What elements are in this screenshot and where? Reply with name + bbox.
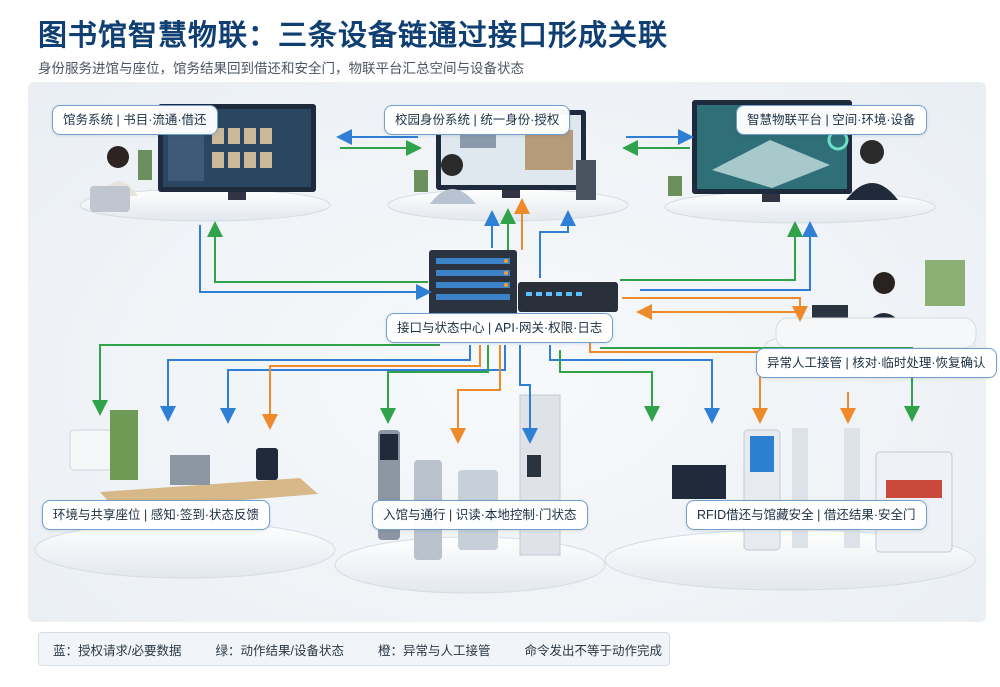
- page-subtitle: 身份服务进馆与座位，馆务结果回到借还和安全门，物联平台汇总空间与设备状态: [38, 61, 524, 76]
- central-server: [429, 250, 618, 316]
- node-iot-platform: 智慧物联平台 | 空间·环境·设备: [736, 105, 927, 135]
- node-interface-center: 接口与状态中心 | API·网关·权限·日志: [386, 313, 614, 343]
- legend-orange: 橙：异常与人工接管: [377, 643, 491, 658]
- workstation-platforms: [34, 188, 976, 594]
- node-library-system: 馆务系统 | 书目·流通·借还: [52, 105, 218, 135]
- reception-desk: [775, 260, 977, 349]
- entry-gate: [378, 394, 561, 560]
- legend-green: 绿：动作结果/设备状态: [215, 643, 344, 658]
- seating-area: [69, 410, 318, 510]
- node-entry-access: 入馆与通行 | 识读·本地控制·门状态: [372, 500, 588, 530]
- legend-blue: 蓝：授权请求/必要数据: [53, 643, 182, 658]
- legend-bar: 蓝：授权请求/必要数据 绿：动作结果/设备状态 橙：异常与人工接管 命令发出不等…: [38, 632, 670, 666]
- legend-note: 命令发出不等于动作完成: [524, 643, 662, 658]
- node-env-seating: 环境与共享座位 | 感知·签到·状态反馈: [42, 500, 271, 530]
- node-manual-desk: 异常人工接管 | 核对·临时处理·恢复确认: [756, 348, 997, 378]
- node-rfid-security: RFID借还与馆藏安全 | 借还结果·安全门: [686, 500, 927, 530]
- blue-links: [160, 129, 818, 444]
- node-campus-identity: 校园身份系统 | 统一身份·授权: [384, 105, 571, 135]
- orange-links: [262, 198, 856, 444]
- page-title: 图书馆智慧物联：三条设备链通过接口形成关联: [38, 20, 669, 52]
